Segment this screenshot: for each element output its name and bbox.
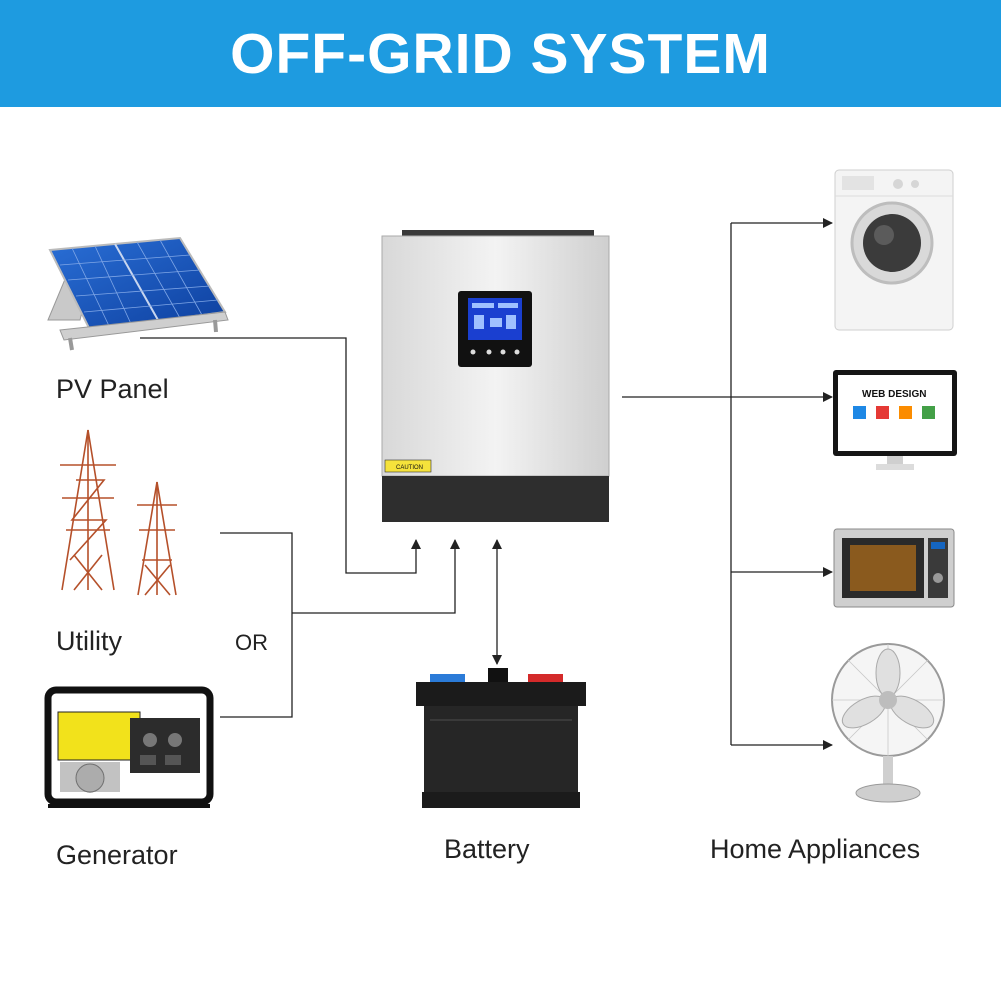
- pv-to-inverter-line: [140, 337, 421, 574]
- washing-machine-icon: [834, 169, 954, 331]
- battery-label: Battery: [444, 834, 530, 864]
- power-tower-icon: [60, 429, 177, 596]
- generator-label: Generator: [56, 840, 178, 870]
- or-label: OR: [235, 630, 268, 655]
- solar-panel-icon: [47, 236, 229, 351]
- generator-icon: [44, 686, 214, 808]
- monitor-icon: WEB DESIGN: [833, 370, 957, 470]
- microwave-icon: [833, 528, 955, 608]
- utility-label: Utility: [56, 626, 122, 656]
- page-title: OFF-GRID SYSTEM: [230, 21, 771, 86]
- home-appliances-label: Home Appliances: [710, 834, 920, 864]
- title-banner: OFF-GRID SYSTEM: [0, 0, 1001, 107]
- utility-to-inverter-line: [292, 539, 460, 614]
- svg-text:WEB DESIGN: WEB DESIGN: [862, 389, 926, 400]
- fan-icon: [831, 643, 945, 803]
- inverter-icon: CAUTION: [381, 230, 610, 522]
- battery-icon: [416, 668, 586, 808]
- pv-panel-label: PV Panel: [56, 374, 169, 404]
- utility-line: [220, 532, 293, 718]
- svg-text:CAUTION: CAUTION: [396, 465, 423, 471]
- connector-lines: [140, 218, 833, 750]
